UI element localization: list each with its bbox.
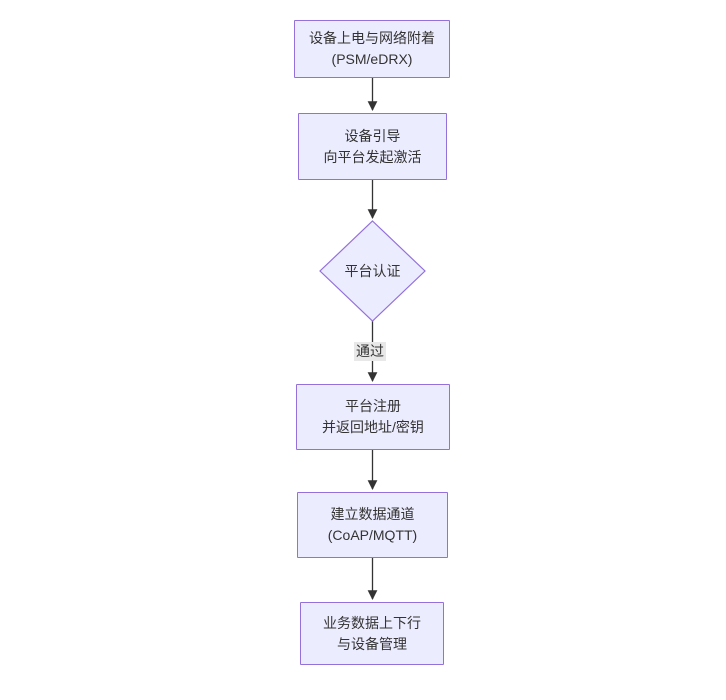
node-text-line: 建立数据通道 (330, 506, 415, 522)
node-data-channel: 建立数据通道 (CoAP/MQTT) (297, 492, 448, 558)
node-text-line: 向平台发起激活 (323, 148, 422, 165)
node-text-line: 设备上电与网络附着 (309, 30, 435, 46)
node-text-line: 平台认证 (344, 263, 401, 279)
node-text-line: 平台注册 (345, 398, 401, 414)
node-business-data: 业务数据上下行 与设备管理 (300, 602, 444, 665)
node-text-line: (CoAP/MQTT) (327, 527, 418, 543)
edge-label-pass: 通过 (354, 342, 386, 361)
node-platform-register: 平台注册 并返回地址/密钥 (296, 384, 450, 450)
edge-label-text: 通过 (356, 343, 384, 359)
node-text-line: (PSM/eDRX) (331, 51, 413, 67)
node-text-line: 设备引导 (344, 127, 401, 144)
node-text-line: 与设备管理 (337, 635, 407, 652)
decision-platform-auth: 平台认证 (320, 221, 425, 321)
node-device-bootstrap: 设备引导 向平台发起激活 (298, 113, 447, 180)
node-text-line: 业务数据上下行 (323, 614, 421, 631)
node-text-line: 并返回地址/密钥 (322, 419, 424, 435)
node-power-network-attach: 设备上电与网络附着 (PSM/eDRX) (294, 20, 450, 78)
